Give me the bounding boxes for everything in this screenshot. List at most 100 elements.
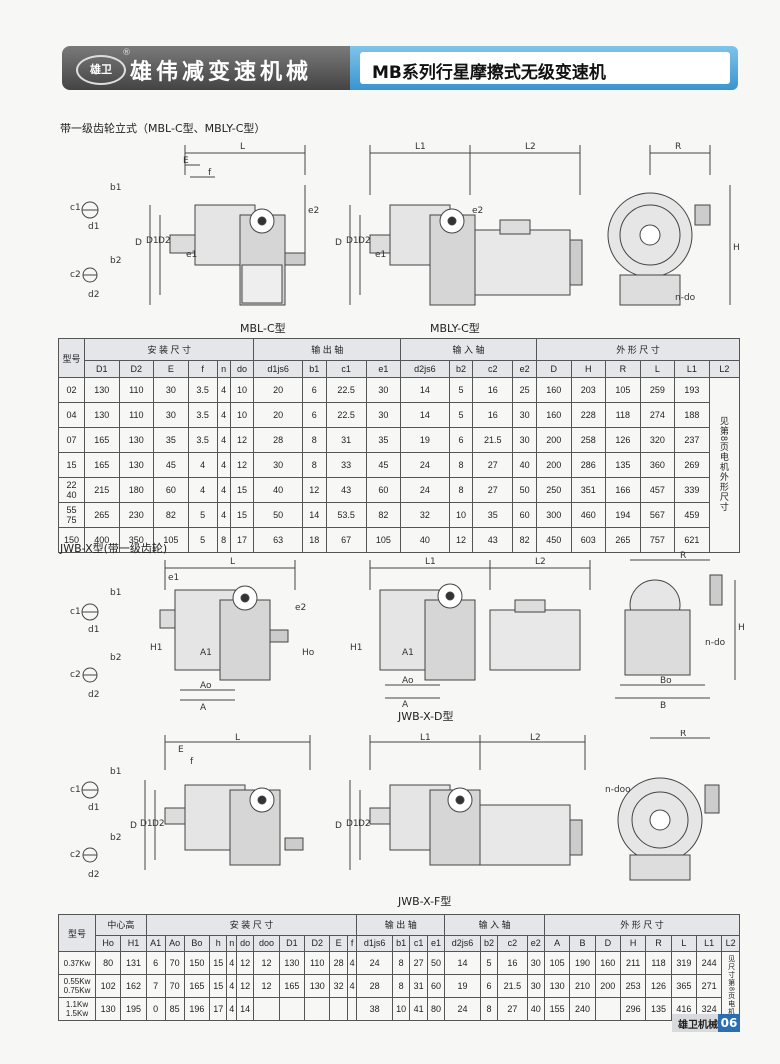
section-title-2: JWB-X型(带一级齿轮) — [60, 542, 168, 555]
table-cell: 07 — [58, 427, 85, 453]
table-cell: 04 — [58, 402, 85, 428]
svg-text:E: E — [178, 745, 184, 755]
table-cell: 33 — [325, 452, 367, 478]
table-cell: 450 — [536, 527, 572, 553]
table-cell: 460 — [570, 502, 607, 528]
table-cell: 105 — [605, 377, 641, 403]
svg-text:b2: b2 — [110, 833, 121, 843]
caption-jwb-x-d: JWB-X-D型 — [398, 710, 454, 723]
table-cell: 351 — [570, 477, 607, 503]
svg-text:A1: A1 — [200, 648, 212, 658]
table-cell: 271 — [696, 974, 723, 998]
table-cell: 0 — [145, 997, 166, 1021]
svg-text:A: A — [402, 700, 409, 710]
table-cell: 4 — [216, 402, 231, 428]
table-cell: 4 — [216, 477, 231, 503]
column-header-0: D1 — [84, 359, 120, 379]
table-cell: 24 — [444, 997, 481, 1021]
column-header-18: b2 — [479, 934, 499, 953]
table-cell: 25 — [512, 377, 537, 403]
column-header-10: D2 — [304, 934, 331, 953]
table-cell: 60 — [365, 477, 402, 503]
column-header-26: L — [670, 934, 698, 953]
table-cell: 50 — [426, 951, 446, 975]
column-header-8: c1 — [325, 359, 367, 379]
table-cell: 40 — [512, 452, 537, 478]
table-cell: 31 — [325, 427, 367, 453]
table-cell: 296 — [619, 997, 647, 1021]
svg-text:e2: e2 — [308, 206, 319, 216]
table-cell: 6 — [479, 974, 499, 998]
svg-text:c2: c2 — [70, 850, 81, 860]
svg-text:b2: b2 — [110, 256, 121, 266]
table-cell: 130 — [84, 402, 120, 428]
svg-text:Ao: Ao — [200, 681, 212, 691]
page-number: 06 — [718, 1014, 740, 1032]
svg-text:Ao: Ao — [402, 676, 414, 686]
table-cell: 8 — [448, 452, 474, 478]
table-cell: 12 — [229, 452, 255, 478]
table-cell: 105 — [365, 527, 402, 553]
table-cell: 28 — [329, 951, 348, 975]
column-header-8: doo — [253, 934, 280, 953]
svg-text:n-doo: n-doo — [605, 785, 631, 795]
table-cell: 165 — [278, 974, 306, 998]
table-cell: 35 — [365, 427, 402, 453]
table-cell: 5 — [448, 377, 474, 403]
column-header-6: d1js6 — [253, 359, 303, 379]
column-header-4: n — [216, 359, 231, 379]
table-cell: 21.5 — [497, 974, 528, 998]
header-model: 型号 — [58, 338, 85, 378]
table-cell: 22.5 — [325, 402, 367, 428]
drawing-side-view-2: RHn-do BoB — [615, 551, 745, 710]
table-cell: 200 — [594, 974, 621, 998]
svg-text:L2: L2 — [535, 557, 546, 567]
table-cell: 215 — [84, 477, 120, 503]
svg-text:B: B — [660, 701, 666, 710]
svg-text:c2: c2 — [70, 270, 81, 280]
brand-name: 雄伟减变速机械 — [130, 60, 313, 85]
header-input-shaft: 输 入 轴 — [444, 914, 545, 936]
svg-text:D: D — [335, 238, 342, 248]
table-cell: 67 — [325, 527, 367, 553]
svg-text:c1: c1 — [70, 203, 81, 213]
svg-text:c2: c2 — [70, 670, 81, 680]
svg-text:D1: D1 — [146, 236, 159, 246]
column-header-24: H — [619, 934, 647, 953]
svg-text:D2: D2 — [152, 819, 165, 829]
svg-text:d2: d2 — [88, 690, 99, 700]
table-cell: 5 — [187, 502, 218, 528]
table-cell: 60 — [512, 502, 537, 528]
table-cell: 21.5 — [472, 427, 514, 453]
table-cell: 4 — [226, 997, 237, 1021]
table-cell: 8 — [391, 951, 411, 975]
table-cell: 4 — [187, 452, 218, 478]
column-header-13: e2 — [512, 359, 537, 379]
svg-text:H: H — [733, 243, 740, 253]
table-cell: 211 — [619, 951, 647, 975]
column-header-4: Bo — [183, 934, 211, 953]
column-header-28: L2 — [721, 934, 740, 953]
table-cell: 166 — [605, 477, 641, 503]
table-cell: 200 — [536, 427, 572, 453]
svg-text:b1: b1 — [110, 183, 121, 193]
svg-text:D2: D2 — [358, 819, 371, 829]
table-cell: 118 — [605, 402, 641, 428]
table-cell: 82 — [153, 502, 189, 528]
table-cell: 230 — [118, 502, 155, 528]
caption-mbly-c: MBLY-C型 — [430, 322, 480, 335]
column-header-16: e1 — [426, 934, 446, 953]
table-cell: 567 — [639, 502, 676, 528]
table-cell: 130 — [84, 377, 120, 403]
column-header-9: e1 — [365, 359, 402, 379]
table-cell: 360 — [639, 452, 676, 478]
column-header-19: c2 — [497, 934, 528, 953]
table-cell: 110 — [118, 402, 155, 428]
table-cell: 320 — [639, 427, 676, 453]
table-cell: 274 — [639, 402, 676, 428]
table-cell: 85 — [164, 997, 185, 1021]
table-cell: 45 — [153, 452, 189, 478]
